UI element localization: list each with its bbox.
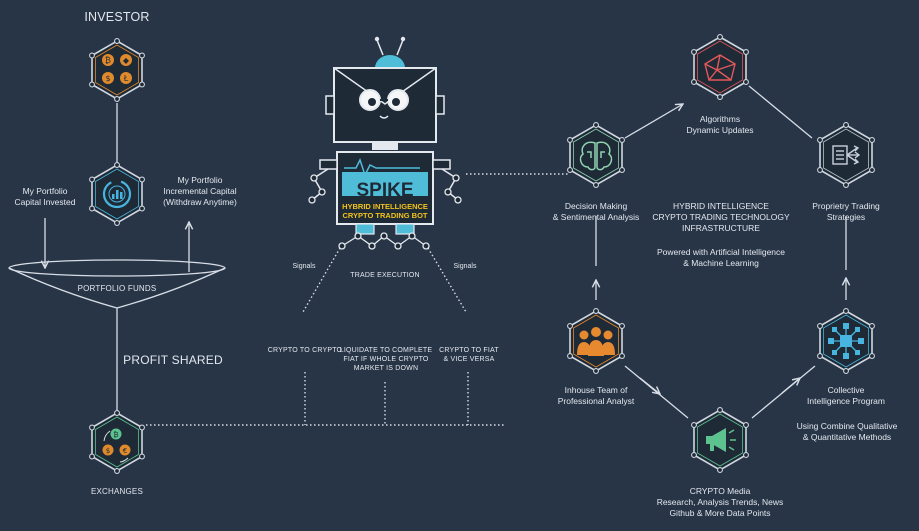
proprietary-hex — [817, 122, 875, 188]
exchange-coins-icon: ₿ $ € — [102, 428, 131, 463]
media-label: CRYPTO Media Research, Analysis Trends, … — [656, 486, 784, 518]
svg-text:$: $ — [105, 74, 110, 83]
crypto-coins-icon: ₿ ◆ $ Ł — [102, 54, 132, 84]
svg-text:₿: ₿ — [113, 431, 118, 439]
algorithm-polyhedron-icon — [704, 54, 736, 81]
qualitative-label: Using Combine Qualitative & Quantitative… — [796, 421, 898, 442]
proprietary-label: Proprietry Trading Strategies — [812, 201, 880, 222]
strategy-flow-icon — [832, 145, 861, 165]
svg-text:€: € — [123, 447, 127, 455]
svg-text:◆: ◆ — [123, 56, 130, 65]
incremental-capital-label: My Portfolio Incremental Capital (Withdr… — [163, 175, 237, 207]
decision-label: Decision Making & Sentimental Analysis — [552, 201, 640, 222]
svg-text:₿: ₿ — [105, 56, 111, 65]
brain-icon — [579, 141, 613, 171]
bot-name: SPIKE — [356, 180, 413, 201]
algorithms-label: Algorithms Dynamic Updates — [686, 114, 754, 135]
trade-execution-label: TRADE EXECUTION — [350, 272, 420, 279]
svg-text:$: $ — [106, 447, 110, 455]
strategy-liquidate-to-fiat: LIQUIDATE TO COMPLETE FIAT IF WHOLE CRYP… — [339, 347, 433, 372]
decision-hex — [567, 122, 625, 188]
investor-hex — [89, 38, 145, 102]
svg-text:Ł: Ł — [123, 74, 129, 83]
investor-title: INVESTOR — [84, 10, 150, 24]
infrastructure-title: HYBRID INTELLIGENCE CRYPTO TRADING TECHN… — [652, 201, 790, 233]
collective-label: Collective Intelligence Program — [807, 385, 885, 406]
signals-left-line — [302, 247, 341, 313]
signals-left-label: Signals — [292, 263, 316, 270]
exchanges-hex — [89, 410, 145, 474]
signals-right-label: Signals — [453, 263, 477, 270]
capital-invested-label: My Portfolio Capital Invested — [14, 186, 76, 207]
network-icon — [828, 323, 864, 359]
cycle-line-algo-proprietary — [748, 85, 813, 139]
spike-robot — [308, 36, 462, 250]
megaphone-icon — [706, 428, 736, 452]
inhouse-label: Inhouse Team of Professional Analyst — [557, 385, 635, 406]
cycle-arrow-decision-algo — [624, 104, 683, 139]
team-icon — [577, 327, 615, 356]
cycle-arrow-media-collective — [781, 378, 800, 394]
portfolio-funds-label: PORTFOLIO FUNDS — [77, 284, 157, 293]
signals-right-line — [427, 247, 467, 313]
profit-shared-label: PROFIT SHARED — [123, 353, 223, 367]
powered-by-label: Powered with Artificial Intelligence & M… — [656, 247, 786, 268]
algorithms-hex — [691, 34, 749, 100]
strategy-crypto-to-crypto: CRYPTO TO CRYPTO — [267, 347, 343, 354]
bot-subtitle: HYBRID INTELLIGENCE CRYPTO TRADING BOT — [342, 202, 428, 220]
exchanges-label: EXCHANGES — [90, 487, 144, 496]
cycle-arrow-inhouse-media — [639, 377, 660, 394]
portfolio-chart-icon — [102, 179, 132, 209]
strategy-crypto-to-fiat: CRYPTO TO FIAT & VICE VERSA — [439, 347, 499, 363]
